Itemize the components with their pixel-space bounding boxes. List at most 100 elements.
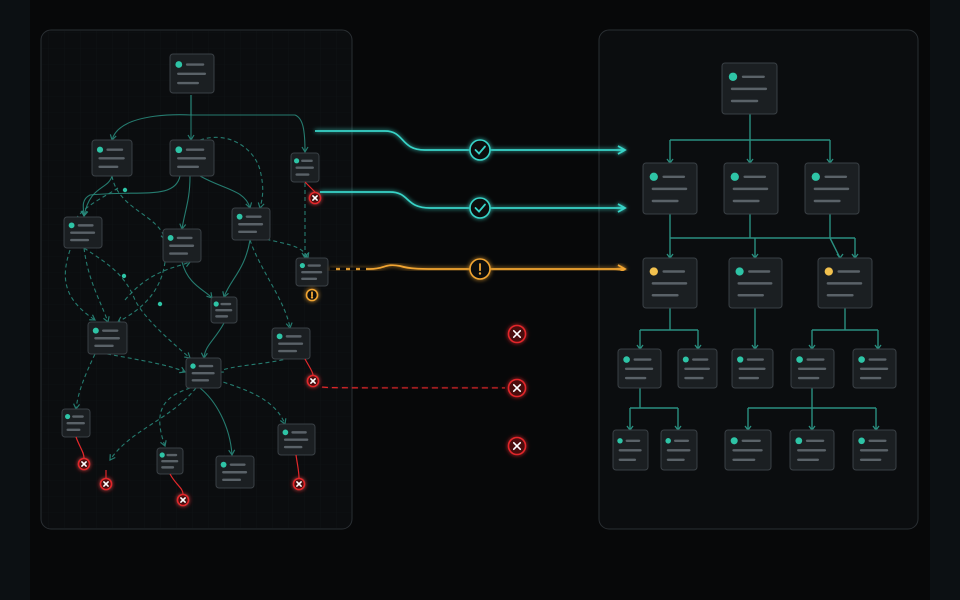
transition-error — [302, 436, 527, 456]
text-line — [813, 187, 850, 191]
status-dot — [730, 172, 739, 181]
text-line — [72, 415, 84, 418]
text-line — [198, 364, 214, 368]
flow-node — [290, 152, 320, 183]
graph-connector — [191, 114, 309, 154]
flow-node — [852, 348, 897, 389]
text-line — [98, 157, 125, 160]
text-line — [797, 449, 827, 452]
text-line — [177, 81, 200, 85]
text-line — [307, 264, 321, 267]
text-line — [283, 445, 303, 449]
flow-node — [231, 207, 271, 241]
text-line — [741, 75, 765, 78]
text-line — [177, 72, 207, 75]
text-line — [106, 148, 124, 151]
junction-dot — [122, 187, 128, 193]
text-line — [730, 99, 759, 103]
text-line — [738, 376, 760, 380]
flow-node — [677, 348, 718, 389]
text-line — [285, 335, 302, 338]
status-dot — [276, 333, 283, 340]
error-stem — [169, 473, 184, 495]
flow-node — [156, 447, 184, 475]
status-dot — [213, 301, 219, 307]
flow-node — [804, 162, 860, 215]
status-dot — [617, 438, 623, 444]
x-circle-icon — [308, 191, 322, 205]
status-dot — [649, 172, 658, 181]
flow-node — [817, 257, 873, 309]
text-line — [748, 270, 771, 273]
text-line — [177, 165, 200, 169]
junction-dot — [121, 273, 127, 279]
transition-arrows — [302, 130, 627, 456]
text-line — [684, 367, 710, 370]
status-dot — [294, 158, 300, 164]
flow-node — [790, 348, 835, 389]
text-line — [161, 459, 179, 463]
graph-connector — [124, 260, 192, 301]
text-line — [741, 439, 761, 442]
graph-connector — [73, 353, 96, 411]
x-circle-icon — [292, 477, 306, 491]
graph-connector — [64, 249, 96, 321]
status-dot — [795, 437, 803, 445]
text-line — [651, 199, 679, 203]
flow-node — [852, 429, 897, 471]
text-line — [169, 252, 189, 255]
transition-success — [320, 191, 627, 219]
transition-error — [312, 324, 527, 344]
transition-warning — [330, 258, 627, 280]
graph-connector — [83, 247, 110, 324]
error-stem — [304, 358, 314, 376]
graph-connector — [249, 239, 293, 330]
tree-connector — [829, 237, 841, 259]
text-line — [738, 367, 766, 370]
text-line — [826, 282, 863, 285]
text-line — [94, 344, 114, 348]
text-line — [220, 302, 232, 306]
status-dot — [220, 461, 227, 468]
status-dot — [824, 267, 833, 276]
text-line — [666, 449, 691, 452]
text-line — [295, 173, 310, 176]
flow-node — [617, 348, 662, 389]
text-line — [859, 376, 882, 380]
error-stem — [304, 181, 316, 193]
text-line — [859, 458, 882, 461]
text-line — [662, 175, 686, 178]
status-dot — [796, 356, 803, 363]
text-line — [732, 449, 763, 452]
status-dot — [96, 146, 104, 153]
text-line — [625, 439, 641, 442]
left-graph-nodes — [61, 53, 329, 507]
text-line — [730, 87, 768, 91]
text-line — [191, 372, 215, 375]
graph-connector — [159, 387, 191, 448]
junction-dot — [157, 301, 163, 307]
flow-node — [660, 429, 698, 471]
text-line — [291, 431, 307, 434]
graph-connector — [200, 322, 225, 360]
status-dot — [159, 452, 165, 458]
transition-path — [320, 191, 627, 213]
text-line — [806, 358, 825, 361]
flow-node — [162, 228, 202, 263]
text-line — [868, 439, 887, 442]
text-line — [191, 379, 210, 382]
status-dot — [730, 437, 738, 445]
flow-node — [271, 327, 311, 360]
flow-node — [61, 408, 91, 438]
graph-connector — [199, 175, 253, 210]
text-line — [283, 438, 309, 441]
text-line — [624, 376, 647, 380]
text-line — [797, 367, 827, 370]
text-line — [66, 422, 85, 425]
text-line — [651, 187, 688, 191]
text-line — [859, 367, 889, 370]
text-line — [826, 294, 854, 297]
status-dot — [811, 172, 820, 181]
status-dot — [175, 61, 183, 68]
text-line — [94, 337, 120, 340]
